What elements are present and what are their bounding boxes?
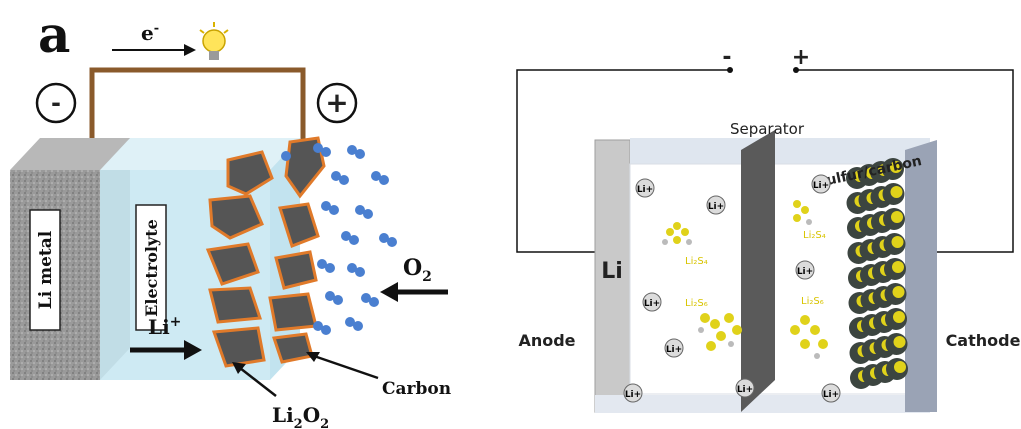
sulfur-particle [893, 311, 905, 323]
lithium-ions: Li+ Li+ Li+ Li+ Li+ Li+ Li+ Li+ Li+ [623, 174, 841, 403]
panel-b-li-sulfur-battery: b - + Separator Sulfur/carbon Li Anode C… [505, 0, 1021, 429]
negative-terminal-b: - [722, 45, 731, 70]
svg-text:+: + [325, 86, 348, 119]
svg-text:Li+: Li+ [813, 181, 829, 191]
polysulfide-li2s6-left [698, 313, 742, 351]
polysulfide-li2s4-right [793, 200, 812, 225]
positive-terminal [316, 82, 358, 124]
electrolyte-label-box [135, 204, 167, 331]
li2s6-label-right: Li₂S₆ [801, 296, 824, 307]
electron-arrowhead [184, 44, 196, 56]
positive-terminal-b: + [792, 45, 810, 70]
cathode-current-collector [905, 140, 937, 412]
li-metal-label: Li metal [36, 230, 56, 309]
svg-text:e-: e- [141, 21, 159, 45]
sulfur-particle [891, 236, 904, 248]
panel-a-svg: a e- - + Li metal Electrolyte [10, 5, 451, 429]
circuit-wire-left [516, 69, 728, 253]
li-electrode-label: Li [601, 259, 623, 284]
circuit-wire-right [797, 69, 1014, 253]
sulfur-particle [892, 261, 904, 273]
sulfur-carbon-electrode [846, 158, 908, 389]
oxygen-molecules [281, 143, 397, 335]
electron-label: e [141, 21, 154, 45]
sulfur-particle [892, 286, 905, 298]
cell-top [630, 138, 930, 164]
li-metal-label-box [29, 209, 61, 331]
li2o2-pointer [239, 367, 277, 397]
cell-bottom [595, 395, 930, 413]
anode-label: Anode [518, 331, 575, 350]
electron-sup: - [154, 21, 159, 36]
svg-text:Li+: Li+ [148, 314, 181, 339]
panel-b-svg: b - + Separator Sulfur/carbon Li Anode C… [516, 45, 1021, 413]
svg-text:Li+: Li+ [823, 390, 839, 400]
separator-label: Separator [730, 120, 805, 138]
carbon-pointer [313, 354, 379, 380]
svg-text:Li+: Li+ [666, 345, 682, 355]
li2s4-label-right: Li₂S₄ [803, 230, 826, 241]
external-circuit-wire [89, 67, 306, 145]
svg-text:Li+: Li+ [644, 299, 660, 309]
polysulfide-li2s6-right [790, 315, 828, 359]
svg-text:Li+: Li+ [737, 385, 753, 395]
o2-label: O [403, 255, 422, 281]
li2s4-label-left: Li₂S₄ [685, 256, 708, 267]
o2-label-sub: 2 [422, 269, 432, 285]
sulfur-particle [893, 336, 906, 348]
panel-a-li-oxygen-battery: a e- - + Li metal Electrolyte [0, 0, 505, 429]
svg-text:O2: O2 [403, 255, 432, 285]
sulfur-particle [890, 186, 903, 198]
electrolyte-label: Electrolyte [142, 219, 161, 317]
lightbulb-icon [199, 22, 229, 60]
svg-text:Li+: Li+ [637, 185, 653, 195]
li-ion-sup: + [170, 314, 182, 330]
li-ion-label: Li [148, 315, 170, 339]
panel-a-letter: a [38, 5, 70, 64]
sulfur-particle [891, 211, 903, 223]
sulfur-particle [894, 361, 906, 373]
negative-terminal [35, 82, 77, 124]
polysulfide-li2s4-left [662, 222, 692, 245]
svg-text:Li+: Li+ [625, 390, 641, 400]
separator [741, 130, 775, 412]
svg-text:Li+: Li+ [708, 202, 724, 212]
sulfur-particle [890, 161, 902, 173]
li2o2-label: Li2O2 [272, 403, 329, 429]
li2s6-label-left: Li₂S₆ [685, 298, 708, 309]
carbon-label: Carbon [382, 379, 451, 399]
svg-text:Li+: Li+ [797, 267, 813, 277]
carbon-particles [205, 136, 326, 368]
cathode-label: Cathode [946, 331, 1021, 350]
svg-text:-: - [51, 89, 61, 117]
